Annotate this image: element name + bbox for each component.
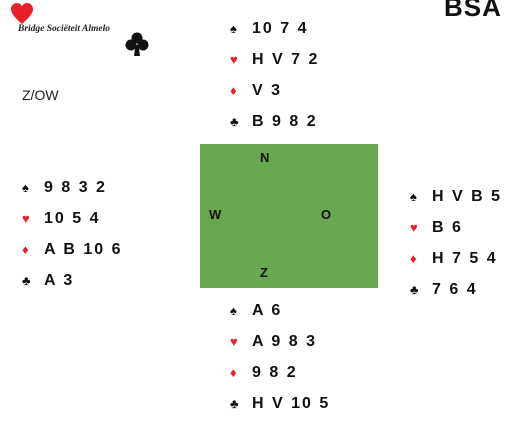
west-hearts: 10 5 4	[44, 210, 101, 227]
south-clubs-row: ♣ H V 10 5	[230, 388, 330, 419]
north-hearts: H V 7 2	[252, 51, 320, 68]
east-diamonds-row: ♦ H 7 5 4	[410, 243, 502, 274]
compass-north: N	[260, 150, 270, 165]
south-diamonds: 9 8 2	[252, 364, 298, 381]
spade-icon: ♠	[230, 303, 237, 318]
east-spades-row: ♠ H V B 5	[410, 181, 502, 212]
east-diamonds: H 7 5 4	[432, 250, 498, 267]
heart-icon: ♥	[230, 334, 238, 349]
heart-icon: ♥	[230, 52, 238, 67]
hand-north: ♠ 10 7 4 ♥ H V 7 2 ♦ V 3 ♣ B 9 8 2	[230, 13, 319, 137]
south-clubs: H V 10 5	[252, 395, 331, 412]
compass-south: Z	[260, 265, 268, 280]
east-hearts: B 6	[432, 219, 463, 236]
hand-west: ♠ 9 8 3 2 ♥ 10 5 4 ♦ A B 10 6 ♣ A 3	[22, 172, 123, 296]
diamond-icon: ♦	[22, 242, 29, 257]
club-logo-icon	[125, 32, 149, 56]
west-hearts-row: ♥ 10 5 4	[22, 203, 123, 234]
club-icon: ♣	[22, 273, 31, 288]
heart-icon: ♥	[410, 220, 418, 235]
bridge-table: N W O Z	[200, 144, 378, 288]
club-name: Bridge Sociëteit Almelo	[18, 24, 110, 34]
diamond-icon: ♦	[230, 365, 237, 380]
hand-east: ♠ H V B 5 ♥ B 6 ♦ H 7 5 4 ♣ 7 6 4	[410, 181, 502, 305]
south-spades: A 6	[252, 302, 283, 319]
east-clubs: 7 6 4	[432, 281, 478, 298]
south-hearts-row: ♥ A 9 8 3	[230, 326, 330, 357]
north-clubs: B 9 8 2	[252, 113, 318, 130]
west-spades-row: ♠ 9 8 3 2	[22, 172, 123, 203]
west-clubs: A 3	[44, 272, 75, 289]
north-diamonds-row: ♦ V 3	[230, 75, 319, 106]
corner-label: BSA	[444, 0, 502, 22]
dealer-vulnerability: Z/OW	[22, 87, 59, 103]
east-clubs-row: ♣ 7 6 4	[410, 274, 502, 305]
west-diamonds: A B 10 6	[44, 241, 123, 258]
north-diamonds: V 3	[252, 82, 283, 99]
south-hearts: A 9 8 3	[252, 333, 317, 350]
east-spades: H V B 5	[432, 188, 503, 205]
heart-icon: ♥	[22, 211, 30, 226]
north-spades-row: ♠ 10 7 4	[230, 13, 319, 44]
hand-south: ♠ A 6 ♥ A 9 8 3 ♦ 9 8 2 ♣ H V 10 5	[230, 295, 330, 419]
west-spades: 9 8 3 2	[44, 179, 107, 196]
club-icon: ♣	[230, 396, 239, 411]
club-icon: ♣	[410, 282, 419, 297]
east-hearts-row: ♥ B 6	[410, 212, 502, 243]
west-diamonds-row: ♦ A B 10 6	[22, 234, 123, 265]
west-clubs-row: ♣ A 3	[22, 265, 123, 296]
club-icon: ♣	[230, 114, 239, 129]
spade-icon: ♠	[22, 180, 29, 195]
compass-east: O	[321, 207, 332, 222]
spade-icon: ♠	[410, 189, 417, 204]
compass-west: W	[209, 207, 222, 222]
heart-logo-icon	[11, 3, 33, 24]
diamond-icon: ♦	[230, 83, 237, 98]
diamond-icon: ♦	[410, 251, 417, 266]
north-hearts-row: ♥ H V 7 2	[230, 44, 319, 75]
spade-icon: ♠	[230, 21, 237, 36]
north-spades: 10 7 4	[252, 20, 309, 37]
south-diamonds-row: ♦ 9 8 2	[230, 357, 330, 388]
north-clubs-row: ♣ B 9 8 2	[230, 106, 319, 137]
south-spades-row: ♠ A 6	[230, 295, 330, 326]
